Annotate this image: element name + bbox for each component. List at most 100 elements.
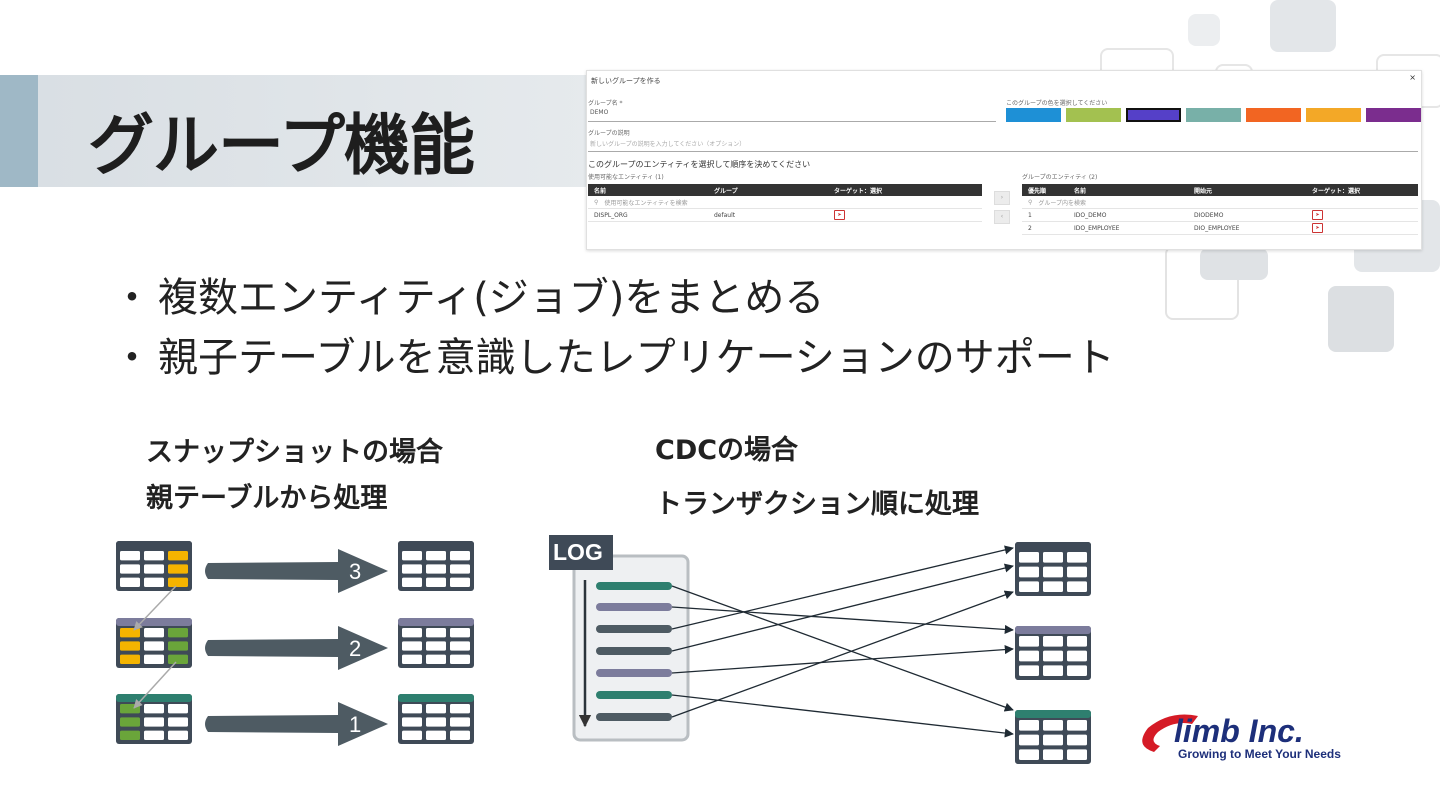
description-label: グループの説明 xyxy=(588,130,630,137)
transaction-arrow xyxy=(671,694,1014,738)
table-cell xyxy=(120,551,140,561)
dialog-title: 新しいグループを作る xyxy=(591,77,661,85)
column-header-name[interactable]: 名前 xyxy=(1074,187,1087,195)
table-icon xyxy=(116,618,192,668)
log-entry xyxy=(596,647,672,655)
table-cell xyxy=(402,551,422,561)
table-cell xyxy=(1067,581,1087,592)
available-search-input[interactable]: 使用可能なエンティティを検索 xyxy=(604,199,688,207)
color-swatch[interactable] xyxy=(1006,108,1061,122)
table-cell xyxy=(1019,665,1039,676)
entity-name: IDO_EMPLOYEE xyxy=(1074,224,1120,232)
group-name-input[interactable]: DEMO xyxy=(588,108,996,122)
table-cell xyxy=(168,717,188,727)
close-icon[interactable]: × xyxy=(1409,73,1416,82)
table-frame xyxy=(116,618,192,668)
color-swatch[interactable] xyxy=(1126,108,1181,122)
entity-instruction: このグループのエンティティを選択して順序を決めてください xyxy=(588,160,811,169)
color-swatch[interactable] xyxy=(1066,108,1121,122)
table-row[interactable]: DISPL_ORG default ➤ xyxy=(588,209,982,222)
table-cell xyxy=(144,577,164,587)
column-header-source[interactable]: 開始元 xyxy=(1194,187,1213,195)
column-header-target[interactable]: ターゲット：選択 xyxy=(1312,187,1361,195)
move-right-button[interactable]: › xyxy=(994,191,1010,205)
table-header xyxy=(116,541,192,549)
log-entry xyxy=(596,713,672,721)
cdc-subheading: トランザクション順に処理 xyxy=(655,489,979,520)
table-cell xyxy=(1043,636,1063,647)
decor-square xyxy=(1200,248,1268,280)
table-cell xyxy=(120,564,140,574)
bullet-marker: ・ xyxy=(112,275,152,321)
table-cell xyxy=(144,628,164,638)
column-header-name[interactable]: 名前 xyxy=(594,187,607,195)
table-row[interactable]: 1 IDO_DEMO DIODEMO ➤ xyxy=(1022,209,1418,222)
column-header-group[interactable]: グループ xyxy=(714,187,738,195)
table-cell xyxy=(120,730,140,740)
color-swatch[interactable] xyxy=(1246,108,1301,122)
table-cell xyxy=(120,717,140,727)
table-row[interactable]: 2 IDO_EMPLOYEE DIO_EMPLOYEE ➤ xyxy=(1022,222,1418,235)
decor-square xyxy=(1270,0,1336,52)
table-cell xyxy=(1043,650,1063,662)
table-frame xyxy=(398,694,474,744)
table-cell xyxy=(1043,665,1063,676)
available-search[interactable]: ⚲ 使用可能なエンティティを検索 xyxy=(588,196,982,209)
table-cell xyxy=(1067,749,1087,760)
table-frame xyxy=(1015,626,1091,680)
move-left-button[interactable]: ‹ xyxy=(994,210,1010,224)
decor-square xyxy=(1328,286,1394,352)
target-select-icon[interactable]: ➤ xyxy=(834,210,845,220)
entity-name: IDO_DEMO xyxy=(1074,211,1107,219)
table-cell xyxy=(426,551,446,561)
color-swatch[interactable] xyxy=(1306,108,1361,122)
table-icon xyxy=(398,541,474,591)
table-cell xyxy=(1019,734,1039,746)
transaction-arrow xyxy=(671,590,1014,718)
table-frame xyxy=(116,694,192,744)
available-entities-label: 使用可能なエンティティ (1) xyxy=(588,174,664,181)
log-document xyxy=(572,554,690,742)
description-input[interactable]: 新しいグループの説明を入力してください（オプション） xyxy=(588,138,1418,152)
group-search-input[interactable]: グループ内を検索 xyxy=(1038,199,1087,207)
table-cell xyxy=(168,564,188,574)
log-entry xyxy=(596,582,672,590)
log-label: LOG xyxy=(553,539,603,565)
table-cell xyxy=(168,654,188,664)
table-cell xyxy=(1067,720,1087,731)
table-header xyxy=(1015,710,1091,718)
table-cell xyxy=(402,654,422,664)
table-header xyxy=(116,694,192,702)
color-swatch[interactable] xyxy=(1186,108,1241,122)
transaction-arrow xyxy=(671,563,1014,652)
table-cell xyxy=(168,577,188,587)
table-header xyxy=(398,541,474,549)
entity-source: DIO_EMPLOYEE xyxy=(1194,224,1240,232)
log-entry xyxy=(596,625,672,633)
table-cell xyxy=(402,564,422,574)
company-logo: limb Inc. Growing to Meet Your Needs xyxy=(1142,713,1341,761)
table-cell xyxy=(1067,566,1087,578)
table-cell xyxy=(168,628,188,638)
bullet-text: 複数エンティティ(ジョブ)をまとめる xyxy=(158,275,825,321)
color-swatch[interactable] xyxy=(1366,108,1421,122)
table-cell xyxy=(1067,552,1087,563)
log-entry xyxy=(596,603,672,611)
column-header-order[interactable]: 優先順 xyxy=(1028,187,1047,195)
table-cell xyxy=(426,654,446,664)
search-icon: ⚲ xyxy=(1028,198,1033,206)
table-cell xyxy=(1019,566,1039,578)
order-number: 2 xyxy=(349,636,361,661)
bullet-marker: ・ xyxy=(112,335,152,381)
target-select-icon[interactable]: ➤ xyxy=(1312,210,1323,220)
column-header-target[interactable]: ターゲット：選択 xyxy=(834,187,883,195)
table-cell xyxy=(144,641,164,651)
table-header xyxy=(116,618,192,626)
target-select-icon[interactable]: ➤ xyxy=(1312,223,1323,233)
group-search[interactable]: ⚲ グループ内を検索 xyxy=(1022,196,1418,209)
group-entities-label: グループのエンティティ (2) xyxy=(1022,174,1098,181)
table-cell xyxy=(168,730,188,740)
table-cell xyxy=(1019,552,1039,563)
table-cell xyxy=(168,551,188,561)
color-picker xyxy=(1006,108,1421,122)
